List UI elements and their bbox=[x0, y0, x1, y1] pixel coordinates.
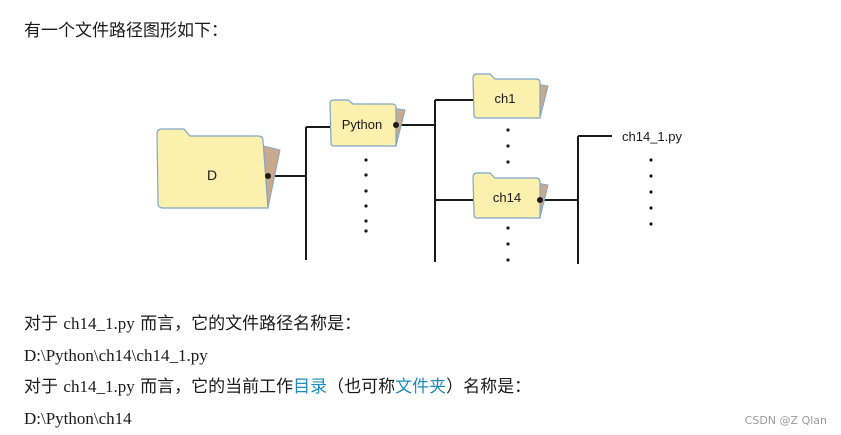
filename-code: ch14_1.py bbox=[63, 377, 135, 396]
watermark: CSDN @Z Qlan bbox=[744, 414, 827, 427]
intro-text: 有一个文件路径图形如下： bbox=[24, 21, 228, 41]
filename-code: ch14_1.py bbox=[63, 314, 135, 333]
folder-label-python: Python bbox=[342, 117, 382, 132]
folder-label-d: D bbox=[207, 167, 217, 183]
path-description-line: 对于 ch14_1.py 而言，它的文件路径名称是： bbox=[24, 314, 362, 334]
full-path-text: D:\Python\ch14\ch14_1.py bbox=[24, 346, 208, 365]
file-path-diagram: D Python ch1 ch14 ch14_1.py bbox=[156, 73, 682, 264]
folder-icon-python: Python bbox=[329, 99, 406, 147]
directory-path-text: D:\Python\ch14 bbox=[24, 409, 132, 428]
folder-icon-d: D bbox=[156, 128, 281, 209]
folder-icon-ch1: ch1 bbox=[472, 73, 549, 119]
folder-label-ch14: ch14 bbox=[493, 190, 521, 205]
directory-description-line: 对于 ch14_1.py 而言，它的当前工作目录（也可称文件夹）名称是： bbox=[24, 377, 532, 397]
folder-icon-ch14: ch14 bbox=[472, 172, 549, 219]
connector-lines bbox=[268, 99, 612, 264]
highlight-directory: 目录 bbox=[293, 377, 328, 397]
ellipsis-dots bbox=[364, 128, 653, 262]
file-label: ch14_1.py bbox=[622, 129, 682, 144]
folder-label-ch1: ch1 bbox=[495, 91, 516, 106]
highlight-folder: 文件夹 bbox=[395, 377, 447, 397]
